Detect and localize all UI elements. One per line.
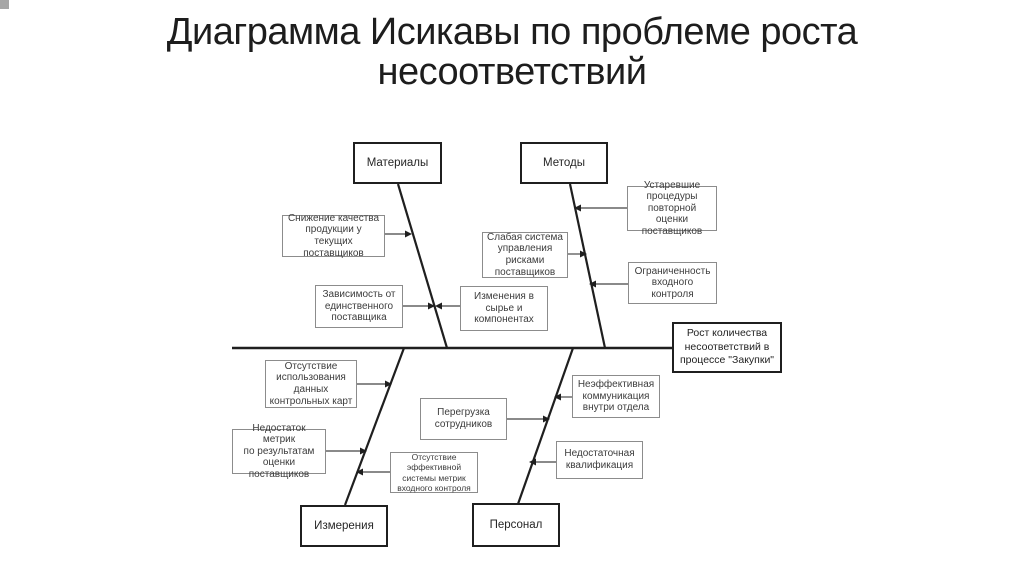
cause-box-employee-overload: Перегрузка сотрудников bbox=[420, 398, 507, 440]
cause-box-limited-incoming-control: Ограниченность входного контроля bbox=[628, 262, 717, 304]
category-box-methods: Методы bbox=[520, 142, 608, 184]
bone-materials bbox=[396, 183, 449, 349]
cause-box-no-effective-metrics-system: Отсутствие эффективной системы метрик вх… bbox=[390, 452, 478, 493]
cause-box-raw-material-changes: Изменения в сырье и компонентах bbox=[460, 286, 548, 331]
cause-box-no-control-charts: Отсутствие использования данных контроль… bbox=[265, 360, 357, 408]
bone-measurements bbox=[343, 347, 406, 506]
cause-box-lack-of-metrics: Недостаток метрик по результатам оценки … bbox=[232, 423, 326, 480]
cause-box-single-supplier-dependency: Зависимость от единственного поставщика bbox=[315, 285, 403, 328]
cause-box-outdated-reassessment-procedures: Устаревшие процедуры повторной оценки по… bbox=[627, 180, 717, 237]
cause-box-insufficient-qualification: Недостаточная квалификация bbox=[556, 441, 643, 479]
category-box-materials: Материалы bbox=[353, 142, 442, 184]
diagram-title: Диаграмма Исикавы по проблеме роста несо… bbox=[166, 11, 858, 94]
slide-corner-artifact bbox=[0, 0, 9, 9]
effect-box: Рост количества несоответствий в процесс… bbox=[672, 322, 782, 373]
bone-personnel bbox=[516, 347, 575, 505]
cause-box-ineffective-communication: Неэффективная коммуникация внутри отдела bbox=[572, 375, 660, 418]
cause-box-declining-quality: Снижение качества продукции у текущих по… bbox=[282, 213, 385, 259]
cause-box-weak-risk-management: Слабая система управления рисками постав… bbox=[482, 232, 568, 278]
category-box-measurements: Измерения bbox=[300, 505, 388, 547]
category-box-personnel: Персонал bbox=[472, 503, 560, 547]
